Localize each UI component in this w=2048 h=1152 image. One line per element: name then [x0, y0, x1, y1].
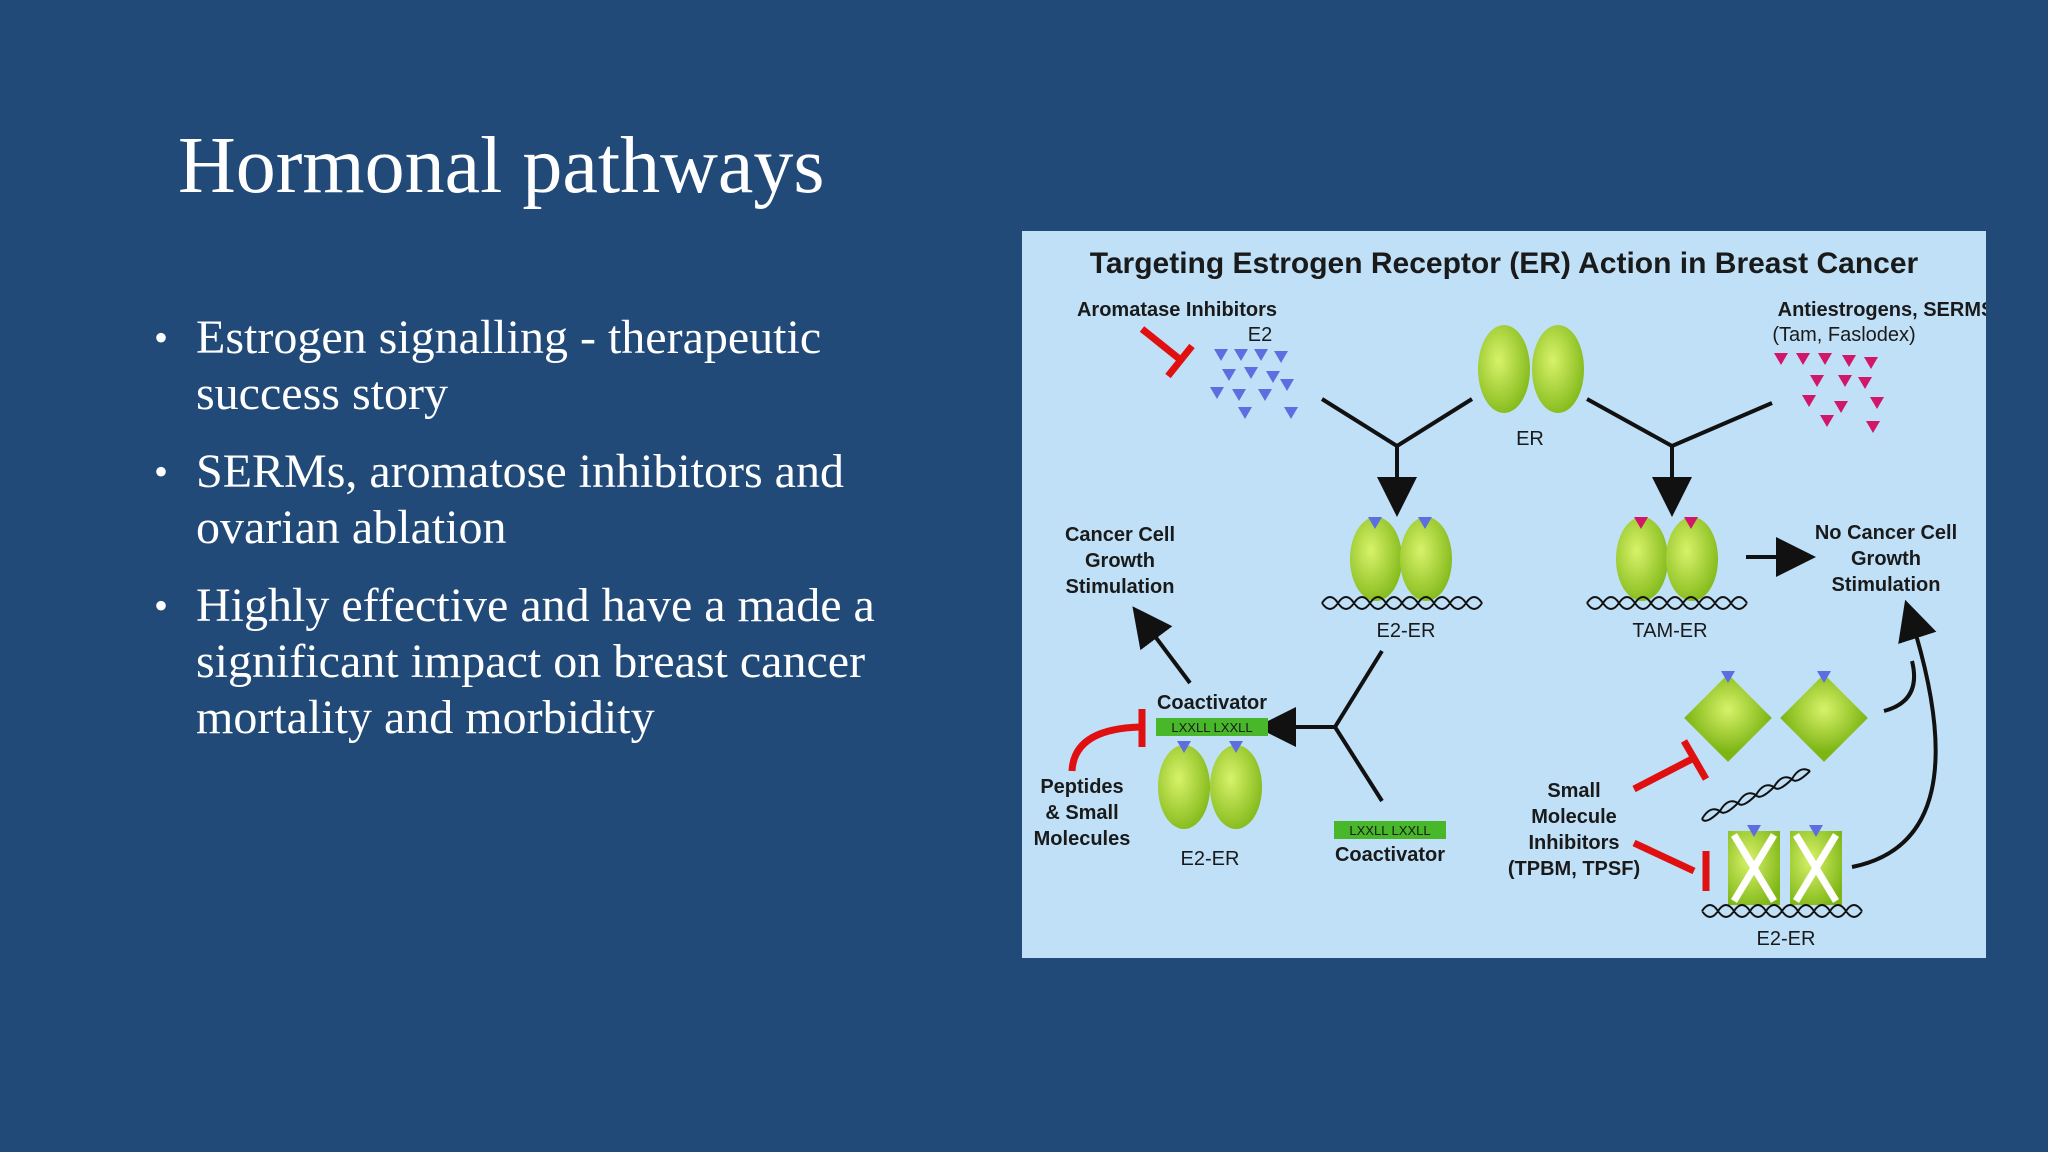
lxxll-bound-icon [1156, 718, 1268, 736]
aromatase-inhibit-icon [1139, 326, 1195, 379]
svg-text:Peptides: Peptides [1040, 776, 1123, 798]
er-pathway-figure: Targeting Estrogen Receptor (ER) Action … [1022, 231, 1986, 958]
growth-arrow [1132, 606, 1192, 685]
e2-molecules-icon [1210, 349, 1298, 419]
bullet-text: ovarian ablation [196, 501, 507, 554]
coactivator-binding-arrow [1256, 649, 1384, 803]
er-receptor-icon [1478, 325, 1584, 413]
inhibited-receptor-icon [1684, 671, 1868, 822]
e2-er-complex-icon [1321, 517, 1483, 610]
bullet-marker: • [154, 315, 169, 360]
bullet-text: significant impact on breast cancer [196, 635, 866, 688]
er-label: ER [1516, 428, 1544, 450]
bullet-marker: • [154, 583, 169, 628]
svg-text:Molecules: Molecules [1034, 828, 1131, 850]
svg-text:Stimulation: Stimulation [1832, 574, 1941, 596]
antiestrogens-sub-label: (Tam, Faslodex) [1772, 324, 1915, 346]
bullet-text: mortality and morbidity [196, 691, 655, 744]
figure-title: Targeting Estrogen Receptor (ER) Action … [1090, 247, 1919, 280]
peptides-inhibit-icon [1068, 709, 1146, 772]
e2-er-label: E2-ER [1377, 620, 1436, 642]
bullet-text: SERMs, aromatose inhibitors and [196, 445, 844, 498]
svg-text:& Small: & Small [1045, 802, 1118, 824]
aromatase-label: Aromatase Inhibitors [1077, 299, 1277, 321]
svg-text:Growth: Growth [1851, 548, 1921, 570]
e2-er-right-label: E2-ER [1757, 928, 1816, 950]
bullet-text: Highly effective and have a made a [196, 579, 875, 632]
svg-text:Stimulation: Stimulation [1066, 576, 1175, 598]
svg-text:Molecule: Molecule [1531, 806, 1617, 828]
tam-molecules-icon [1774, 353, 1884, 433]
er-pathway-diagram: Targeting Estrogen Receptor (ER) Action … [1034, 247, 1986, 950]
cancer-growth-label: Cancer Cell Growth Stimulation [1065, 524, 1175, 598]
lxxll-free-label: LXXLL LXXLL [1349, 823, 1430, 838]
coactivator-label-free: Coactivator [1335, 844, 1445, 866]
svg-text:(TPBM, TPSF): (TPBM, TPSF) [1508, 858, 1640, 880]
e2-label: E2 [1248, 324, 1272, 346]
svg-text:No Cancer Cell: No Cancer Cell [1815, 522, 1957, 544]
e2-er-lower-icon [1158, 741, 1262, 829]
svg-text:Inhibitors: Inhibitors [1528, 832, 1619, 854]
svg-text:Growth: Growth [1085, 550, 1155, 572]
e2-er-lower-label: E2-ER [1181, 848, 1240, 870]
binding-arrows [1320, 397, 1773, 517]
small-molecule-inhibit-icon [1632, 739, 1710, 891]
bullet-text: Estrogen signalling - therapeutic [196, 311, 822, 364]
tam-er-complex-icon [1586, 517, 1748, 610]
tam-er-label: TAM-ER [1632, 620, 1707, 642]
small-molecule-label: Small Molecule Inhibitors (TPBM, TPSF) [1508, 780, 1640, 880]
lxxll-bound-label: LXXLL LXXLL [1171, 720, 1252, 735]
bullet-marker: • [154, 449, 169, 494]
no-cancer-growth-label: No Cancer Cell Growth Stimulation [1815, 522, 1957, 596]
antiestrogens-label: Antiestrogens, SERMS [1778, 299, 1986, 321]
coactivator-label-bound: Coactivator [1157, 692, 1267, 714]
blocked-dna-binding-icon [1701, 825, 1863, 918]
svg-text:Small: Small [1547, 780, 1600, 802]
bullet-text: success story [196, 367, 448, 420]
svg-text:Cancer Cell: Cancer Cell [1065, 524, 1175, 546]
no-growth-curve-arrows [1851, 599, 1938, 869]
lxxll-free-icon [1334, 821, 1446, 839]
peptides-label: Peptides & Small Molecules [1034, 776, 1131, 850]
slide-title: Hormonal pathways [178, 122, 825, 210]
